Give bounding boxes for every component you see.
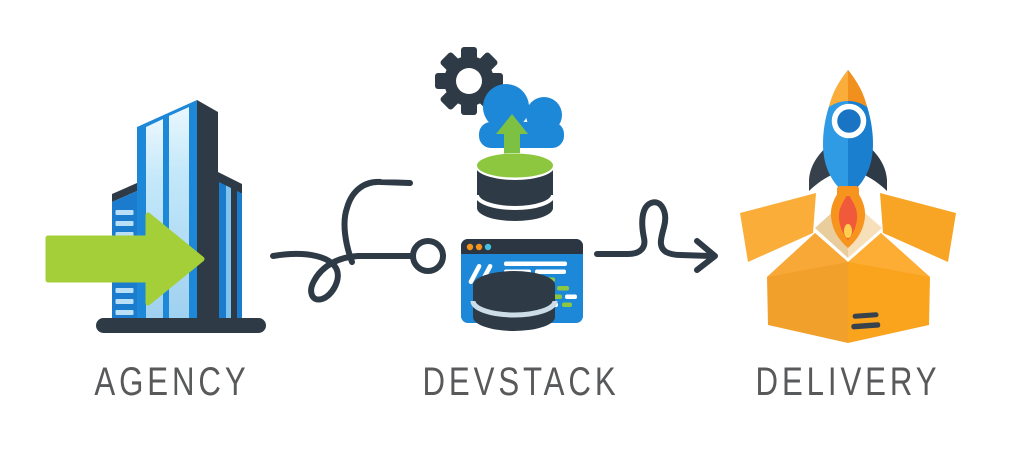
window-dot-3 [484,243,492,251]
rocket-nose [829,70,848,107]
green-arrow-icon [45,212,205,306]
cloud-upload-icon [479,84,564,156]
box-front-left [767,233,848,343]
devstack-icon [435,47,583,331]
box-flap-right [880,193,956,262]
rocket-nozzle [837,186,859,196]
loop-line [270,250,414,303]
box-label-lines [851,312,881,330]
rocket-window [831,103,867,139]
agency-building-icon [45,100,266,333]
gear-icon [435,47,503,115]
rocket-icon [809,70,887,248]
loop-line [594,199,714,259]
building-base [96,318,266,333]
dark-database-icon [470,271,558,331]
circle-end [410,238,446,274]
connector-loop-2 [594,199,718,273]
database-icon [475,153,555,221]
stage-label-delivery: DELIVERY [755,360,941,404]
upload-arrow-icon [496,114,528,156]
box-flap-left [740,193,816,262]
arrowhead [694,238,718,273]
open-box-icon [740,193,956,343]
upper-arc [341,178,413,265]
window-dot-2 [475,243,483,251]
stage-label-devstack: DEVSTACK [422,360,620,404]
window-dot-1 [466,243,474,251]
stage-label-agency: AGENCY [94,360,250,404]
right-annex [218,172,242,322]
delivery-icon [740,70,956,343]
connector-loop-1 [270,178,446,303]
